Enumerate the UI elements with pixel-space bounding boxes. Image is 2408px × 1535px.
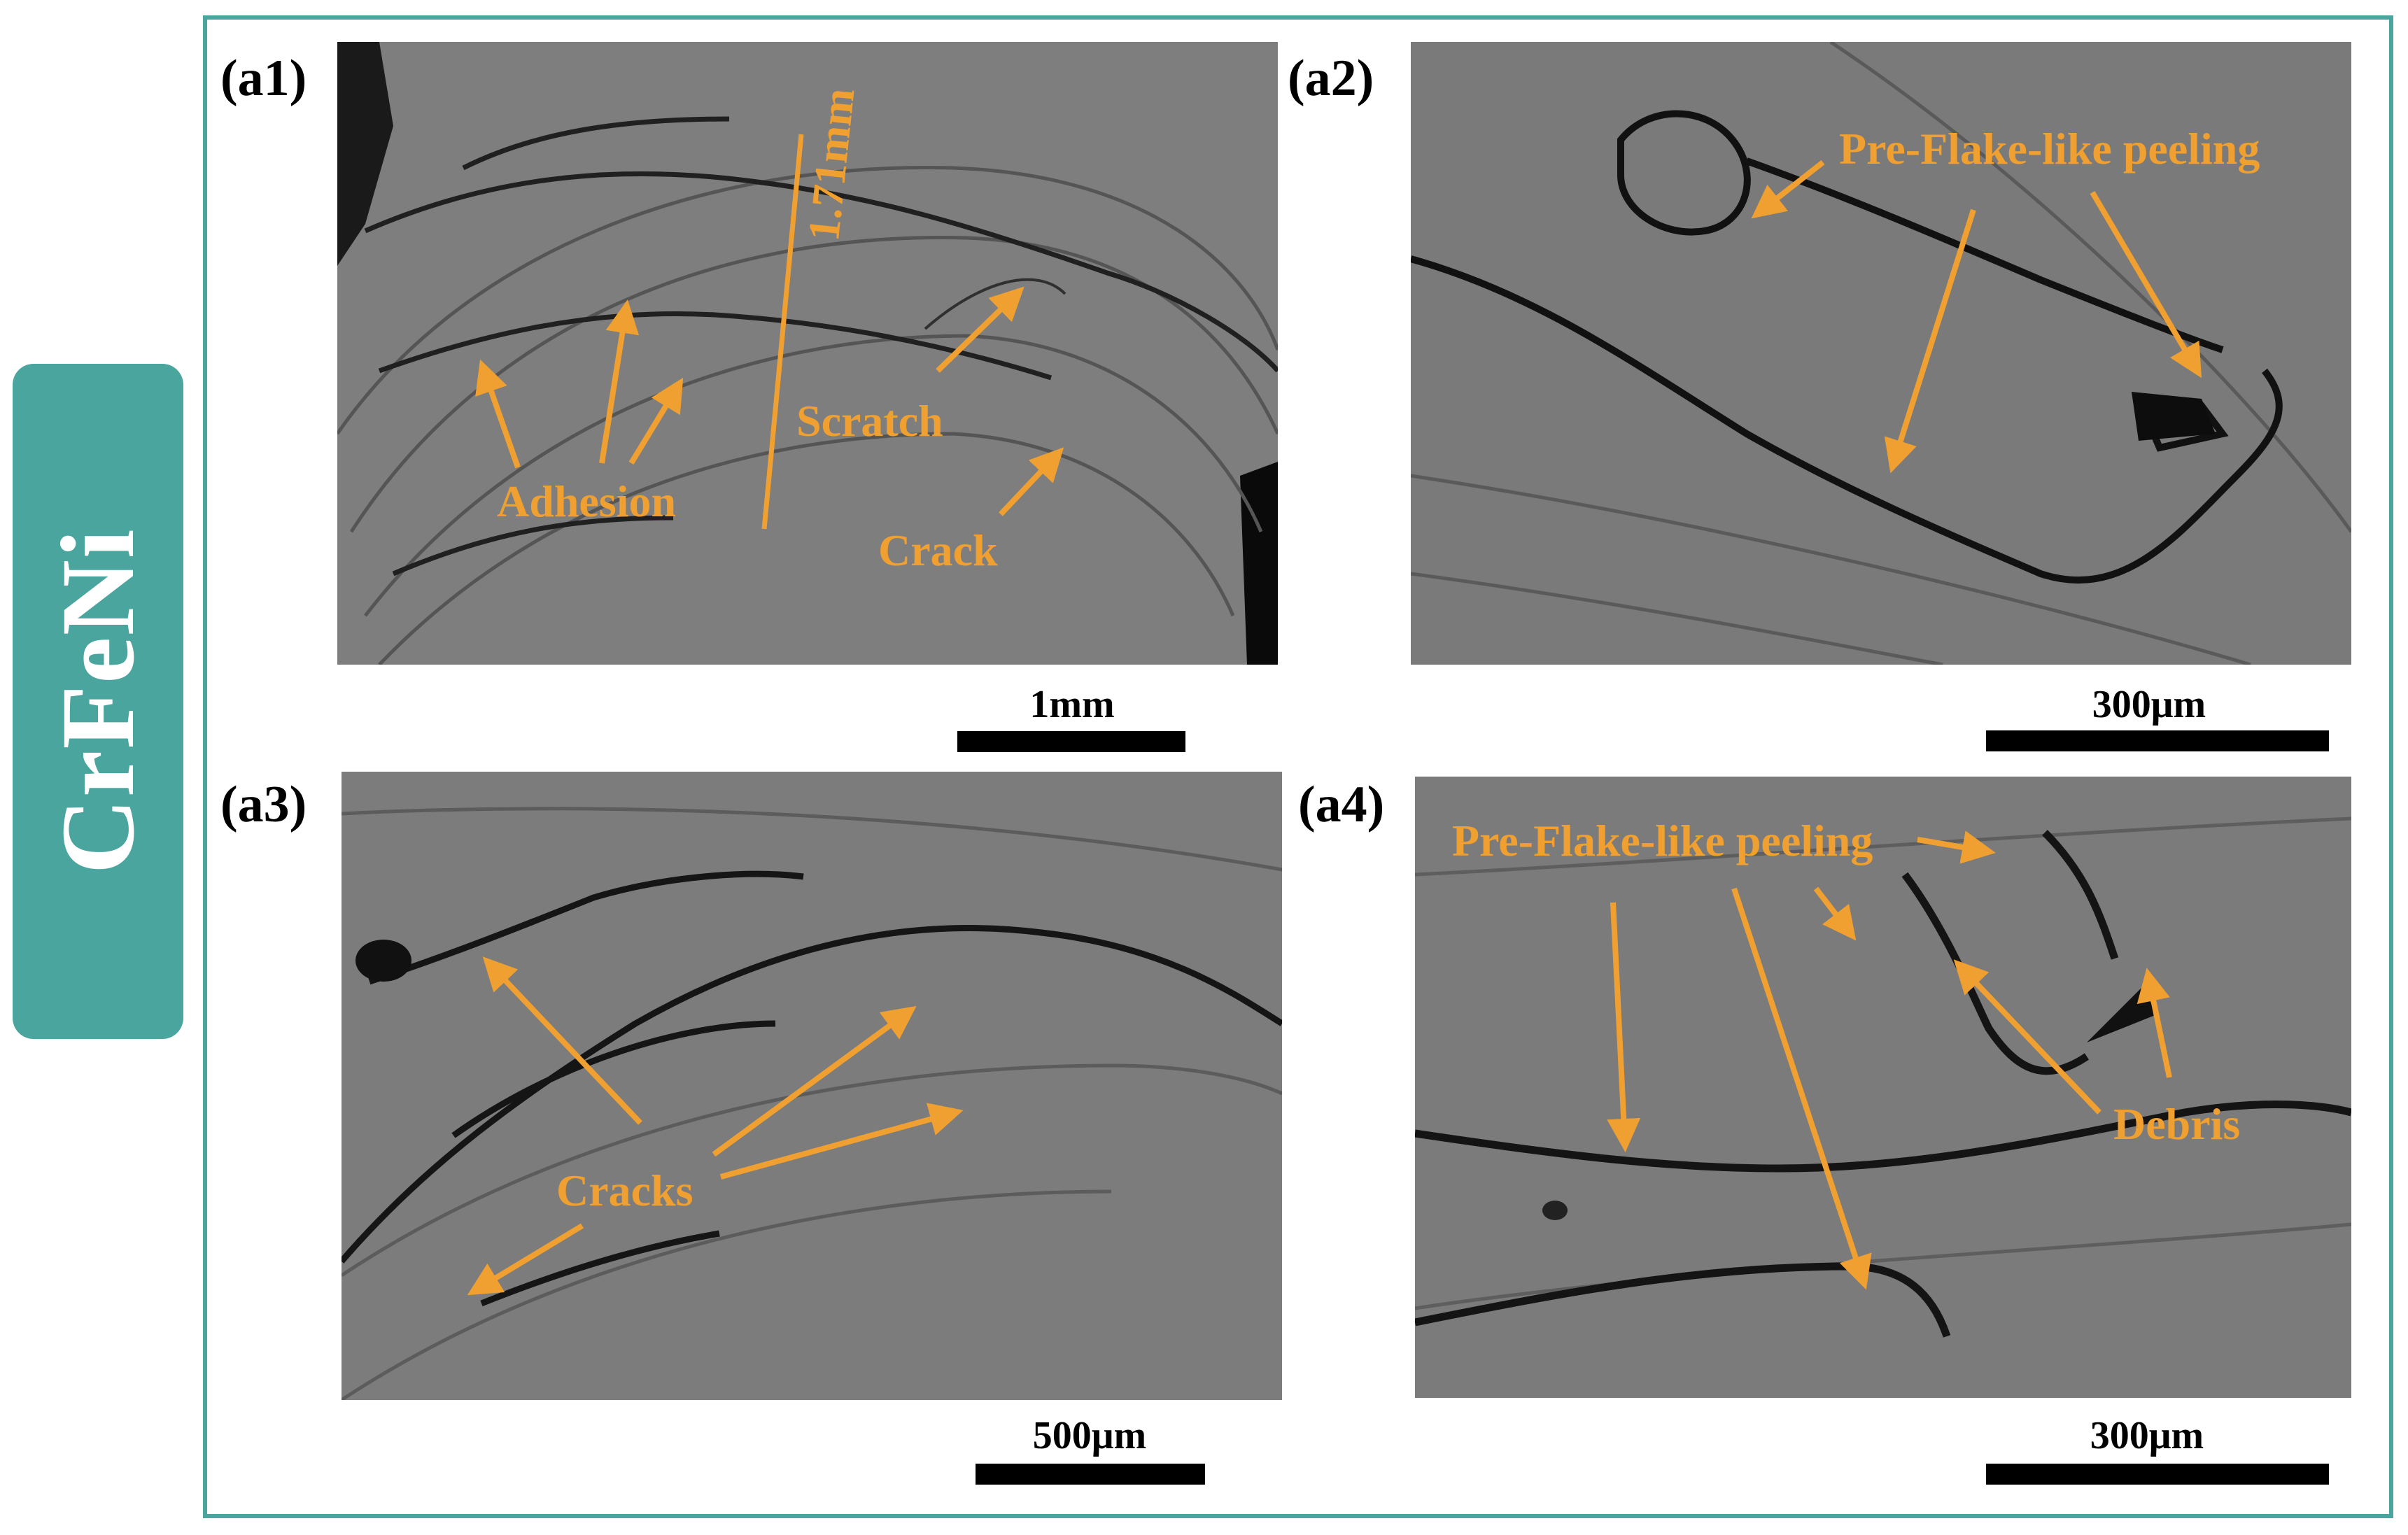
scale-label-a4: 300μm: [2090, 1414, 2204, 1457]
label-scratch: Scratch: [796, 396, 943, 446]
scale-label-a1: 1mm: [1029, 683, 1115, 726]
label-peeling-a4: Pre-Flake-like peeling: [1452, 816, 1873, 865]
scale-bar-a2: [1986, 730, 2329, 751]
material-label: CrFeNi: [40, 528, 156, 875]
figure-frame: [203, 15, 2393, 1518]
panel-label-a3: (a3): [220, 776, 307, 833]
label-cracks: Cracks: [556, 1166, 693, 1215]
panel-label-a1: (a1): [220, 50, 307, 107]
scale-bar-a1: [957, 731, 1185, 752]
scale-bar-a4: [1986, 1464, 2329, 1485]
sem-image-a3: [342, 772, 1282, 1400]
label-adhesion: Adhesion: [497, 476, 677, 526]
scale-label-a2: 300μm: [2092, 683, 2206, 726]
scale-bar-a3: [976, 1464, 1205, 1485]
scale-label-a3: 500μm: [1032, 1414, 1147, 1457]
sem-image-a4: [1415, 777, 2351, 1398]
label-debris: Debris: [2113, 1099, 2241, 1149]
sem-image-a1: [337, 42, 1278, 665]
material-tab: [13, 364, 183, 1039]
panel-label-a2: (a2): [1288, 50, 1374, 107]
label-peeling-a2: Pre-Flake-like peeling: [1839, 124, 2260, 174]
panel-label-a4: (a4): [1298, 776, 1385, 833]
label-crack: Crack: [878, 525, 998, 575]
